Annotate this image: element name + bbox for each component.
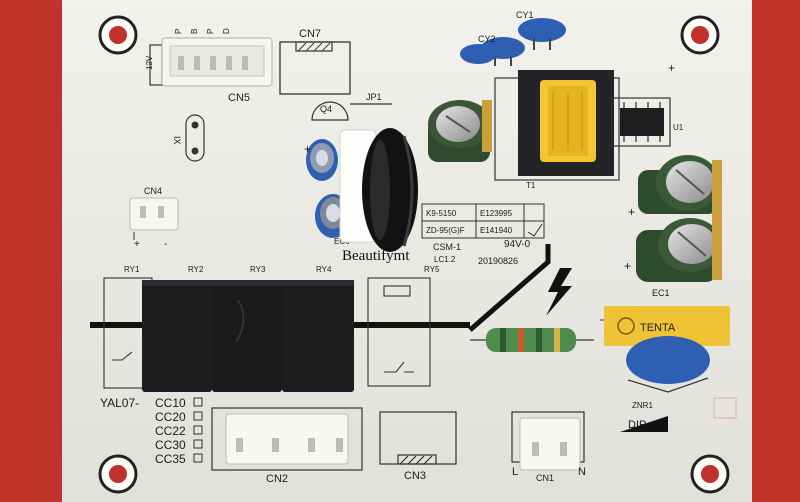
- model-code-checkboxes: [193, 397, 203, 463]
- cert-model: CSM-1: [433, 242, 461, 252]
- cn5-label: CN5: [228, 92, 250, 104]
- relay-label-ry1: RY1: [124, 265, 140, 274]
- y-capacitor-cy1: [518, 18, 566, 50]
- relay-label-ry2: RY2: [188, 265, 204, 274]
- cn7-label: CN7: [299, 28, 321, 40]
- connector-cn1: [511, 411, 585, 471]
- cn4-minus-mark: -: [164, 239, 167, 250]
- ix-label: IX: [172, 136, 182, 145]
- cert-date: 20190826: [478, 256, 518, 266]
- cert-row2-col2: E141940: [480, 226, 513, 235]
- fuse-brand-label: TENTA: [640, 322, 676, 334]
- cert-rating: 94V-0: [504, 239, 531, 250]
- electrolytic-capacitor-ec1: [636, 218, 722, 282]
- high-voltage-icon: [546, 268, 572, 316]
- cn2-label: CN2: [266, 473, 288, 485]
- ec1-label: EC1: [652, 288, 670, 298]
- u1-label: U1: [673, 123, 684, 132]
- model-code-cc22: CC22: [155, 424, 186, 438]
- cert-row1-col1: K9-5150: [426, 209, 457, 218]
- toroid-choke: [362, 128, 418, 252]
- jp1-label: JP1: [366, 92, 382, 102]
- cn5-pin-d: D: [222, 28, 231, 34]
- model-code-cc35: CC35: [155, 452, 186, 466]
- model-prefix: YAL07-: [100, 396, 139, 410]
- relay-label-ry3: RY3: [250, 265, 266, 274]
- ec6-plus-mark: +: [304, 142, 311, 156]
- y-capacitor-cy1-second: [460, 44, 496, 64]
- mounting-holes: [98, 15, 730, 494]
- relay-ry3: [282, 280, 354, 392]
- electrolytic-capacitor-right-top: [638, 155, 722, 220]
- t1-label: T1: [526, 181, 536, 190]
- cn1-pin-l: L: [512, 466, 518, 478]
- power-resistor: [470, 328, 594, 352]
- znr1-label: ZNR1: [632, 401, 653, 410]
- cn5-pin-b: B: [190, 29, 199, 34]
- dip-arrow: [620, 416, 668, 432]
- relay-label-ry5: RY5: [424, 265, 440, 274]
- cert-row1-col2: E123995: [480, 209, 513, 218]
- varistor-znr1: [600, 319, 710, 393]
- model-code-cc20: CC20: [155, 410, 186, 424]
- connector-cn5: [149, 37, 273, 87]
- cn4-plus-mark: +: [134, 239, 140, 250]
- ec-plus-mark-bottom: +: [624, 259, 631, 273]
- connector-cn3-outline: [379, 411, 457, 465]
- relay-ry1: [142, 280, 212, 392]
- connector-cn7-outline: [279, 41, 351, 95]
- cy2-label: CY2: [478, 34, 496, 44]
- connector-cn2: [211, 407, 363, 471]
- cn1-label: CN1: [536, 473, 554, 483]
- cy1-label: CY1: [516, 10, 534, 20]
- cn4-label: CN4: [144, 186, 162, 196]
- cn1-pin-n: N: [578, 466, 586, 478]
- ic-u1: [611, 97, 671, 147]
- fuse-tenta: [604, 306, 730, 346]
- lc-label: LC1.2: [434, 255, 456, 264]
- cn5-pin-12v: 12V: [145, 55, 154, 70]
- q4-label: Q4: [320, 104, 332, 114]
- model-code-cc30: CC30: [155, 438, 186, 452]
- certification-box: [421, 203, 545, 239]
- isolation-line: [468, 244, 551, 332]
- watermark: Beautifymt: [342, 248, 410, 264]
- model-code-cc10: CC10: [155, 396, 186, 410]
- relay-label-ry4: RY4: [316, 265, 332, 274]
- cn3-label: CN3: [404, 470, 426, 482]
- ix-jumper: [185, 114, 205, 162]
- relay-ry2: [212, 280, 282, 392]
- electrolytic-capacitor-small-top: [306, 139, 338, 181]
- q4-outline: [311, 101, 349, 121]
- transformer-t1: [494, 70, 620, 181]
- electrolytic-capacitor-center: [428, 100, 492, 162]
- faded-marking: [713, 397, 737, 419]
- u1-plus-mark: +: [668, 61, 675, 75]
- ec-plus-mark-top: +: [628, 205, 635, 219]
- cert-row2-col1: ZD-95(G)F: [426, 226, 465, 235]
- connector-cn4: [129, 197, 179, 240]
- cn5-pin-p1: P: [174, 29, 183, 34]
- cn5-pin-p2: P: [206, 29, 215, 34]
